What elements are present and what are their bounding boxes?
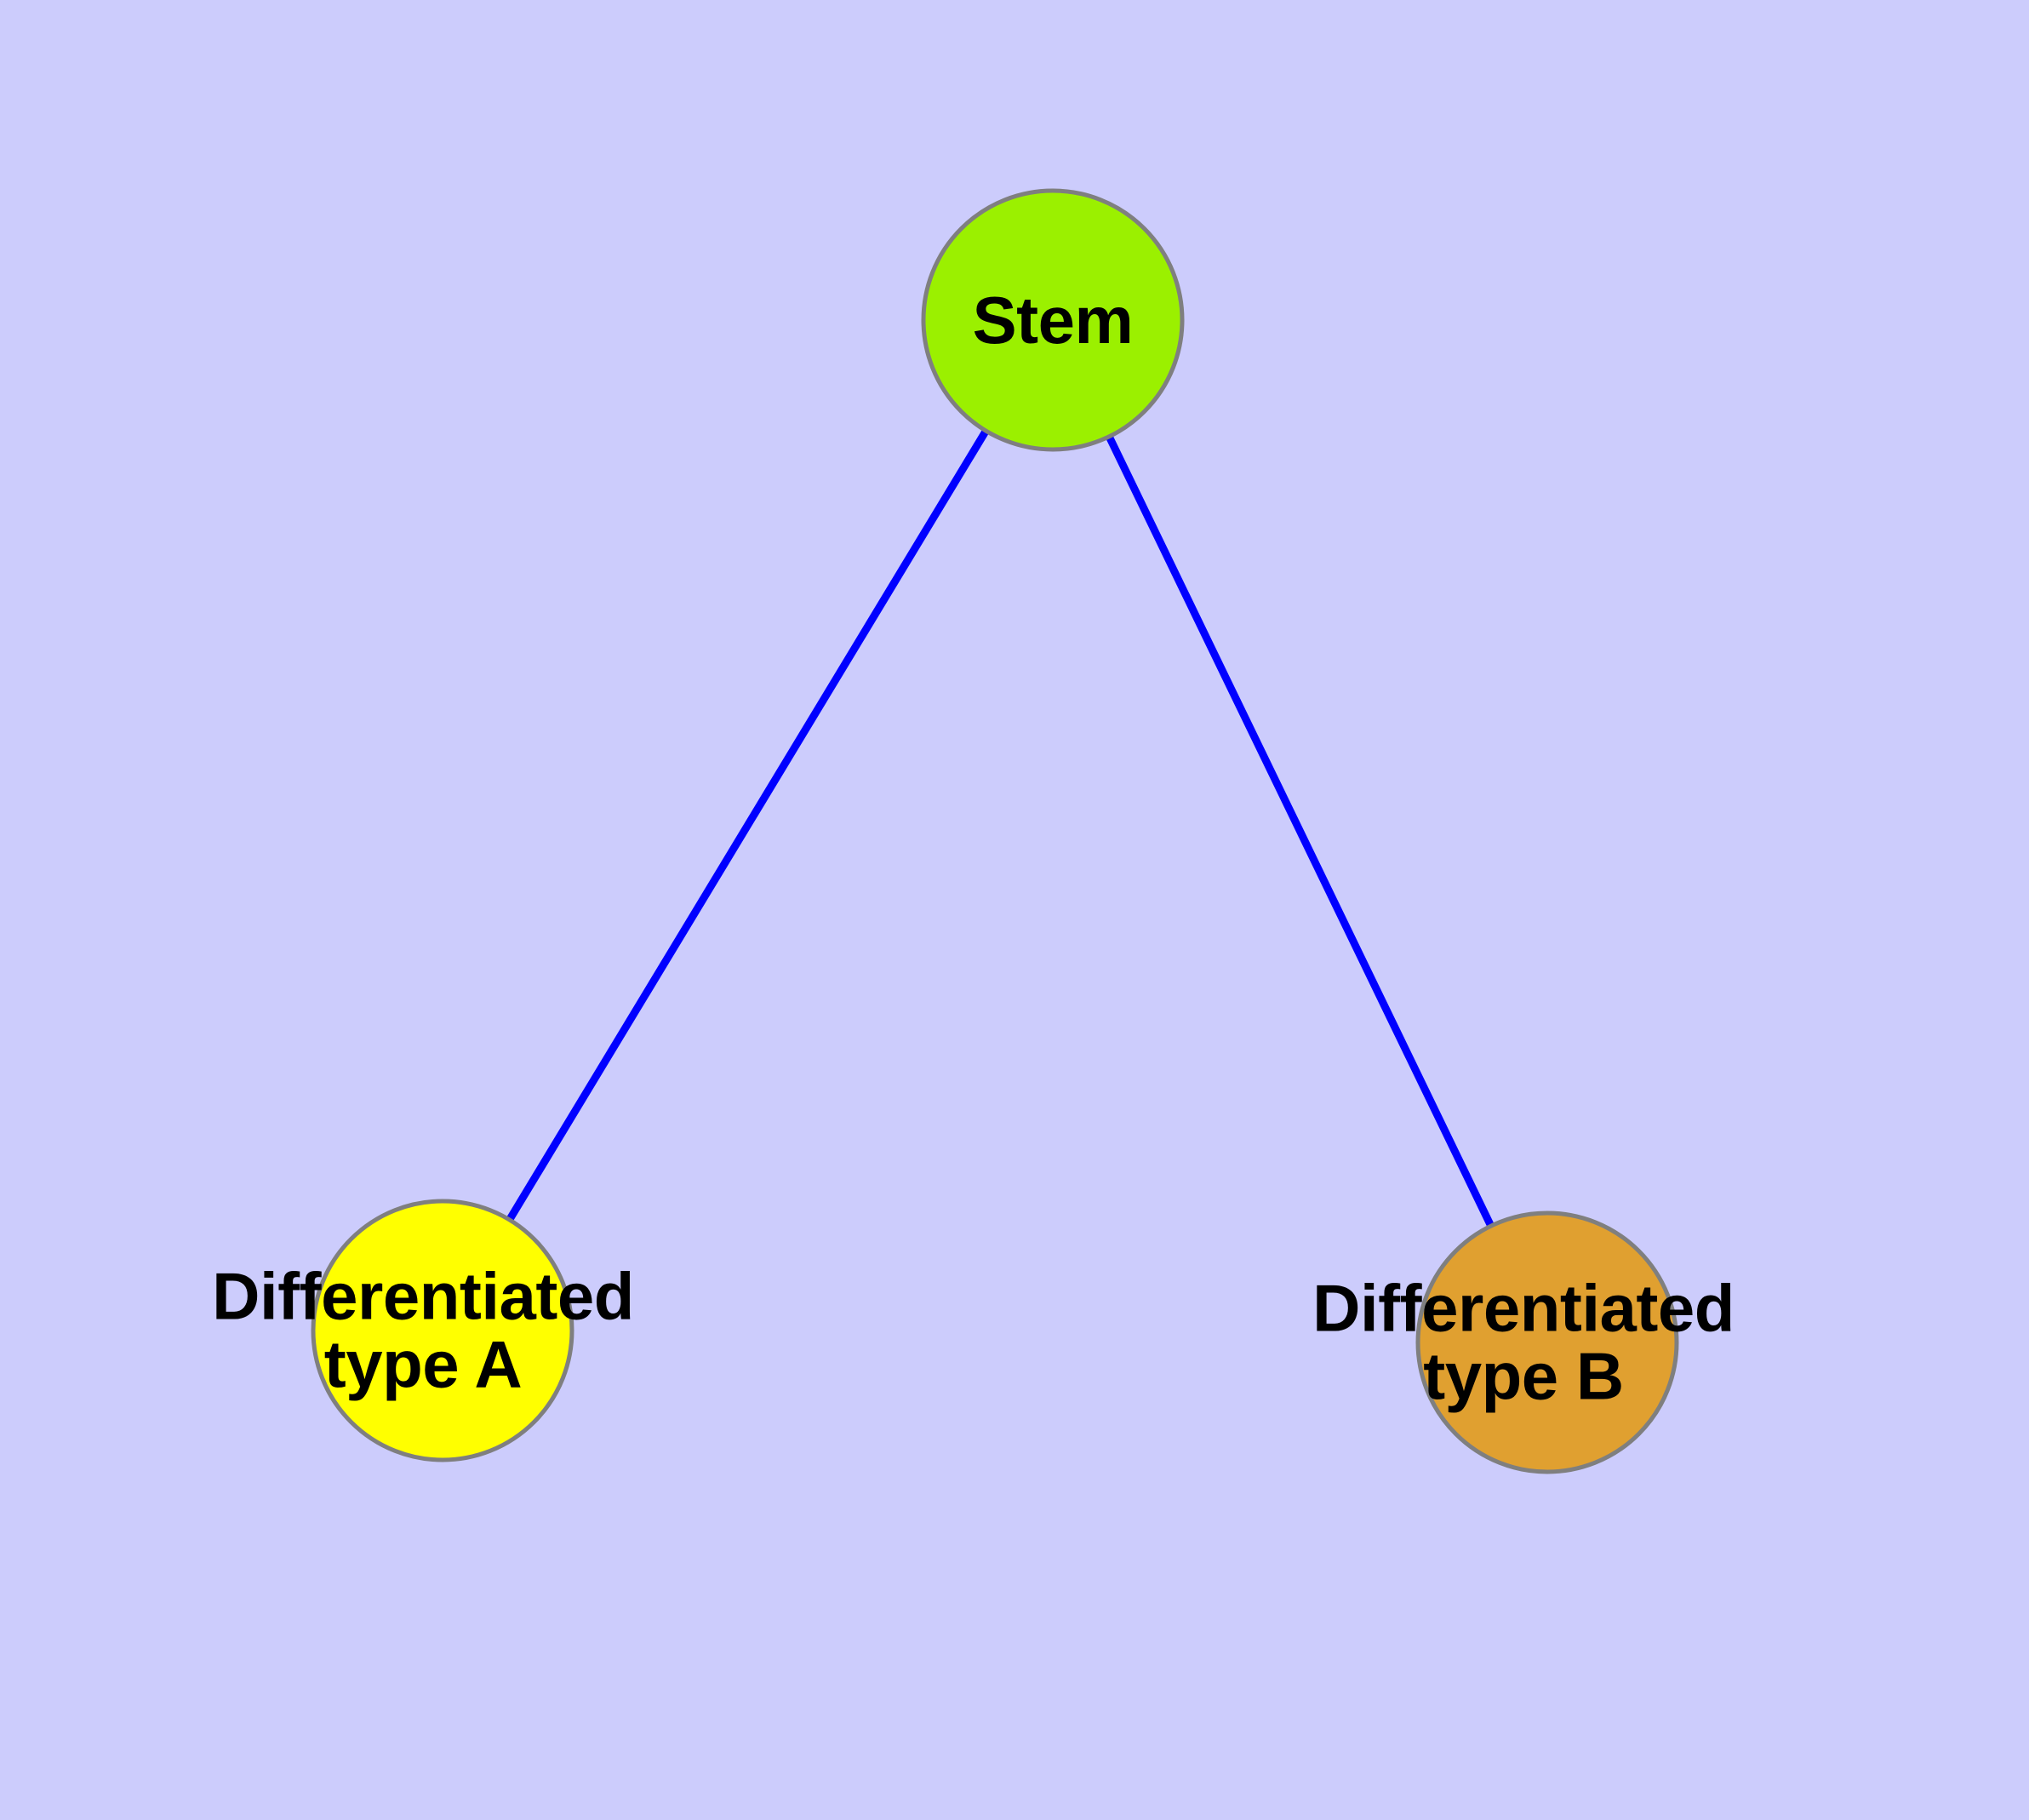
node-stem[interactable]	[921, 188, 1185, 452]
edge-stem-to-differentiated-type-a[interactable]	[438, 316, 1057, 1335]
node-differentiated-type-a[interactable]	[311, 1199, 574, 1462]
node-differentiated-type-b[interactable]	[1415, 1210, 1679, 1474]
node-layer	[311, 188, 1679, 1474]
edge-layer	[438, 316, 1552, 1347]
edge-stem-to-differentiated-type-b[interactable]	[1049, 316, 1552, 1347]
